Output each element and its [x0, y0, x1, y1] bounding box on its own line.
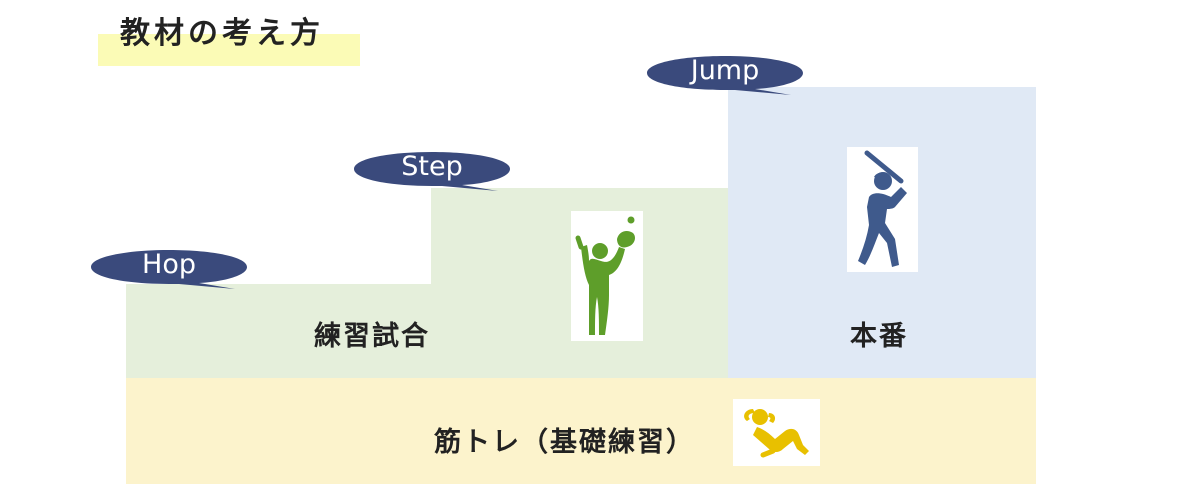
base-training-block	[126, 378, 1036, 484]
jump-bubble: Jump	[645, 54, 805, 96]
hop-bubble: Hop	[89, 248, 249, 290]
practice-game-label: 練習試合	[314, 321, 430, 352]
base-training-label: 筋トレ（基礎練習）	[434, 427, 695, 458]
real-game-label: 本番	[850, 321, 908, 352]
hop-label: Hop	[142, 249, 196, 280]
baseball-catcher-icon	[571, 211, 643, 341]
step-label: Step	[401, 151, 463, 182]
sit-up-exercise-icon	[733, 399, 820, 466]
jump-label: Jump	[690, 55, 760, 86]
title-highlight	[98, 34, 360, 66]
practice-block-lower	[126, 284, 431, 378]
step-bubble: Step	[352, 150, 512, 192]
baseball-batter-icon	[847, 147, 918, 272]
page-title: 教材の考え方	[120, 16, 324, 51]
